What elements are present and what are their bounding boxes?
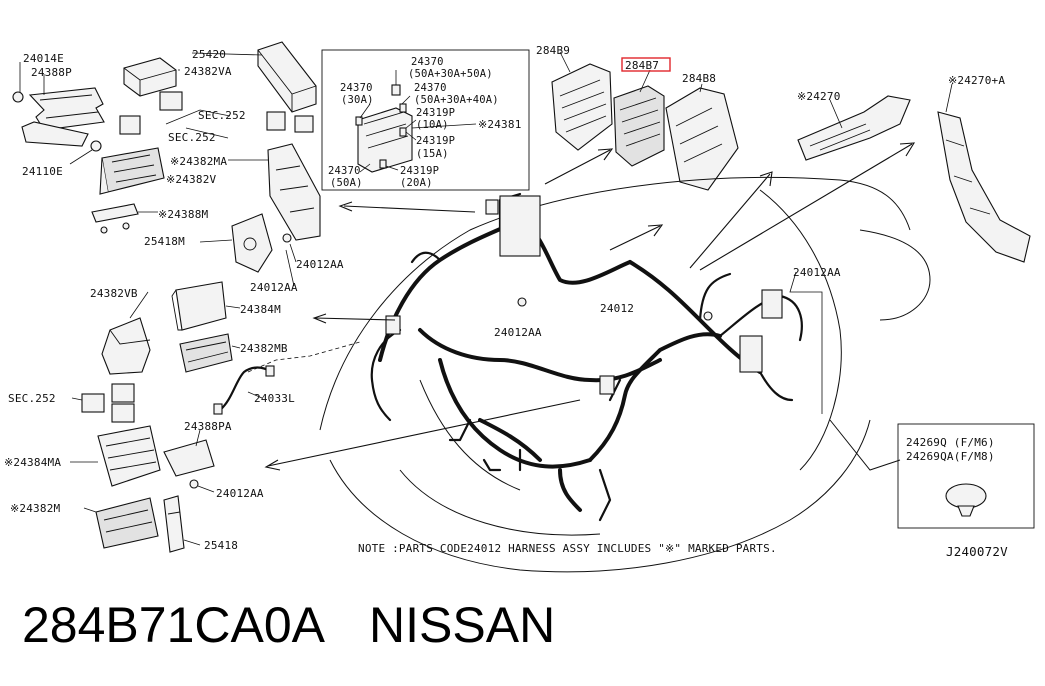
label-24382vb: 24382VB xyxy=(90,287,138,300)
label-24319p-a-rating: (10A) xyxy=(416,119,449,131)
cover-24382vb xyxy=(101,317,151,375)
label-24110e: 24110E xyxy=(22,165,63,178)
label-24370-mid-rating: (50A+30A+40A) xyxy=(414,94,499,106)
relays-sec252-lower xyxy=(81,383,135,423)
label-24319p-c: 24319P xyxy=(400,165,439,177)
label-24012aa-3: 24012AA xyxy=(793,266,841,279)
label-24319p-b: 24319P xyxy=(416,135,455,147)
label-24382m: ※24382M xyxy=(10,502,61,515)
label-24319p-b-rating: (15A) xyxy=(416,148,449,160)
bracket-24382mb xyxy=(179,333,233,373)
diagram-note: NOTE :PARTS CODE24012 HARNESS ASSY INCLU… xyxy=(358,542,777,555)
protector-24270a xyxy=(937,111,1031,263)
label-24269q: 24269Q (F/M6) xyxy=(906,436,995,449)
fusible-link-group xyxy=(321,49,530,191)
label-sec252-b: SEC.252 xyxy=(168,131,216,144)
fuse-box-24382v xyxy=(99,147,165,195)
label-24319p-a: 24319P xyxy=(416,107,455,119)
label-24319p-c-rating: (20A) xyxy=(400,177,433,189)
label-24269qa: 24269QA(F/M8) xyxy=(906,450,995,463)
label-24370-left-rating: (30A) xyxy=(341,94,374,106)
label-25420: 25420 xyxy=(192,48,226,61)
label-24012aa-1: 24012AA xyxy=(296,258,344,271)
label-24370-top-rating: (50A+30A+50A) xyxy=(408,68,493,80)
fuse-block-24384ma xyxy=(97,425,161,487)
bracket-24382ma xyxy=(267,143,321,241)
fuse-cover-24382va xyxy=(123,57,177,97)
label-24388pa: 24388PA xyxy=(184,420,232,433)
highlight-box-284b7 xyxy=(621,57,671,72)
ipdm-284b7 xyxy=(613,85,665,167)
protector-24270 xyxy=(797,95,911,161)
label-24370-bottom-rating: (50A) xyxy=(330,177,363,189)
label-24270: ※24270 xyxy=(797,90,841,103)
label-24388p: 24388P xyxy=(31,66,72,79)
label-25418m: 25418M xyxy=(144,235,185,248)
label-24384m: 24384M xyxy=(240,303,281,316)
label-284b9: 284B9 xyxy=(536,44,570,57)
ipdm-284b9 xyxy=(551,63,613,151)
label-24382va: 24382VA xyxy=(184,65,232,78)
label-24382ma: ※24382MA xyxy=(170,155,227,168)
label-24370-top: 24370 xyxy=(411,56,444,68)
bracket-24384m xyxy=(171,281,227,331)
clip-24388m xyxy=(91,203,139,234)
wiring-harness-diagram: 24014E 24388P 24110E 25420 24382VA SEC.2… xyxy=(4,41,1035,573)
label-24381: ※24381 xyxy=(478,118,522,131)
part-caption: 284B71CA0A NISSAN xyxy=(22,596,555,666)
label-24370-bottom: 24370 xyxy=(328,165,361,177)
label-24033l: 24033L xyxy=(254,392,295,405)
bracket-24388p xyxy=(12,87,105,152)
label-24014e: 24014E xyxy=(23,52,64,65)
label-24370-left: 24370 xyxy=(340,82,373,94)
clip-24388pa xyxy=(163,439,215,489)
main-harness-24012 xyxy=(370,192,803,522)
harness-24033l xyxy=(213,365,275,415)
label-24370-mid: 24370 xyxy=(414,82,447,94)
cover-284b8 xyxy=(665,87,739,191)
brand-name: NISSAN xyxy=(369,597,556,653)
label-24384ma: ※24384MA xyxy=(4,456,61,469)
relays-sec252 xyxy=(119,91,314,135)
label-24388m: ※24388M xyxy=(158,208,209,221)
label-24382mb: 24382MB xyxy=(240,342,288,355)
label-284b7: 284B7 xyxy=(625,59,659,72)
label-24382v: ※24382V xyxy=(166,173,217,186)
label-24270a: ※24270+A xyxy=(948,74,1005,87)
label-284b8: 284B8 xyxy=(682,72,716,85)
label-24012aa-4: 24012AA xyxy=(494,326,542,339)
pointer-arrows xyxy=(264,142,916,471)
clip-inset-24269q xyxy=(897,423,1035,529)
bracket-25418 xyxy=(163,495,185,553)
relay-25420 xyxy=(257,41,317,113)
label-24012aa-2: 24012AA xyxy=(250,281,298,294)
part-number: 284B71CA0A xyxy=(22,597,326,653)
label-24012: 24012 xyxy=(600,302,634,315)
bracket-25418m xyxy=(231,213,292,273)
label-sec252-c: SEC.252 xyxy=(8,392,56,405)
label-24012aa-5: 24012AA xyxy=(216,487,264,500)
diagram-code: J240072V xyxy=(946,544,1008,559)
fuse-box-24382m xyxy=(95,497,159,549)
label-25418: 25418 xyxy=(204,539,238,552)
label-sec252-a: SEC.252 xyxy=(198,109,246,122)
